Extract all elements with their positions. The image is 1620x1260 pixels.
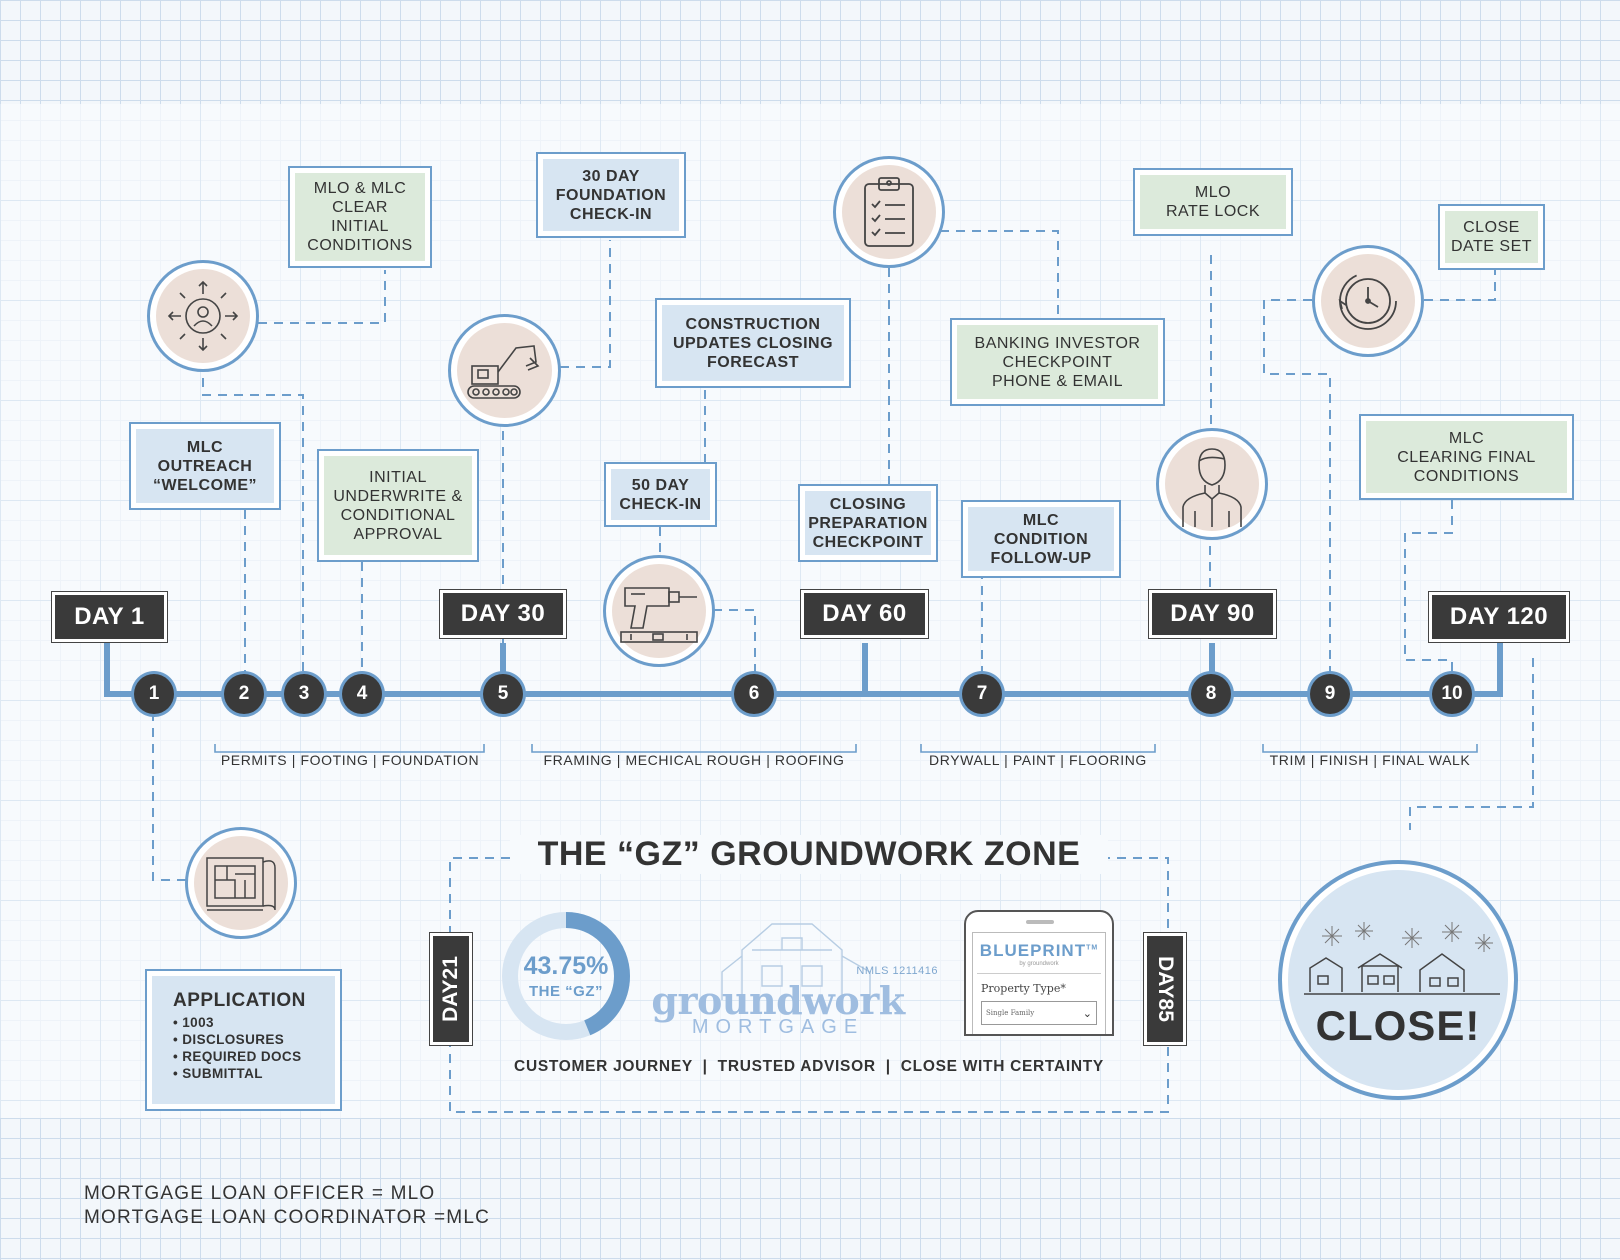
- step-number: 1: [134, 674, 174, 714]
- excavator-icon: [466, 344, 539, 399]
- closing-preparation-box: CLOSING PREPARATION CHECKPOINT: [798, 484, 938, 562]
- outreach-circle: [147, 260, 259, 372]
- person-circle: [1156, 428, 1268, 540]
- clipboard-icon: [864, 177, 914, 247]
- step-number: 7: [962, 674, 1002, 714]
- application-title: APPLICATION: [173, 990, 306, 1011]
- groundwork-logo: NMLS 1211416 groundwork MORTGAGE: [642, 910, 942, 1038]
- mlc-outreach-box: MLC OUTREACH “WELCOME”: [129, 422, 281, 510]
- phase-bracket: [214, 744, 485, 753]
- application-box: APPLICATION • 1003 • DISCLOSURES • REQUI…: [145, 969, 342, 1111]
- initial-underwrite-box: INITIAL UNDERWRITE & CONDITIONAL APPROVA…: [317, 449, 479, 562]
- gz-progress-text: 43.75% THE “GZ”: [500, 952, 632, 1000]
- application-circle: [185, 827, 297, 939]
- step-number: 10: [1432, 674, 1472, 714]
- application-item: • REQUIRED DOCS: [173, 1049, 302, 1064]
- condition-followup-box: MLC CONDITION FOLLOW-UP: [961, 500, 1121, 578]
- close-date-set-box: CLOSE DATE SET: [1438, 204, 1545, 270]
- phase-bracket: [1262, 744, 1478, 753]
- fifty-day-checkin-box: 50 DAY CHECK-IN: [604, 462, 717, 527]
- day-marker: DAY 1: [51, 591, 168, 643]
- clock-icon: [1338, 272, 1397, 330]
- gz-percent-label: THE “GZ”: [529, 983, 603, 1000]
- property-type-label: Property Type*: [981, 982, 1066, 995]
- connector: [202, 378, 304, 672]
- connector: [940, 230, 1059, 318]
- connector: [1263, 299, 1331, 672]
- blueprint-tm: TM: [1086, 944, 1099, 952]
- connector: [713, 609, 756, 672]
- property-type-select[interactable]: Single Family⌄: [981, 1001, 1097, 1025]
- application-item: • SUBMITTAL: [173, 1066, 263, 1081]
- house-sketch-icon: [721, 923, 871, 1000]
- legend-mlc: MORTGAGE LOAN COORDINATOR =MLC: [84, 1207, 491, 1228]
- legend-mlo: MORTGAGE LOAN OFFICER = MLO: [84, 1183, 436, 1204]
- step-number: 9: [1310, 674, 1350, 714]
- clipboard-circle: [833, 156, 945, 268]
- close-circle: CLOSE!: [1278, 860, 1518, 1100]
- foundation-checkin-box: 30 DAY FOUNDATION CHECK-IN: [536, 152, 686, 238]
- mlo-mlc-clear-conditions-box: MLO & MLC CLEAR INITIAL CONDITIONS: [288, 166, 432, 268]
- step-number: 4: [342, 674, 382, 714]
- grid-band-bottom: [0, 1118, 1620, 1260]
- connector: [1404, 500, 1453, 672]
- brand-sub: MORTGAGE: [691, 1016, 865, 1038]
- step-number: 8: [1191, 674, 1231, 714]
- connector: [449, 857, 1169, 1113]
- day-marker: DAY 60: [800, 589, 929, 639]
- houses-fireworks-icon: [1304, 922, 1500, 995]
- brand-name: groundwork: [651, 978, 905, 1023]
- clock-circle: [1312, 245, 1424, 357]
- excavator-circle: [448, 314, 561, 427]
- rate-lock-box: MLO RATE LOCK: [1133, 168, 1293, 236]
- blueprint-title: BLUEPRINT: [979, 941, 1087, 960]
- step-number: 6: [734, 674, 774, 714]
- drill-level-circle: [603, 555, 715, 667]
- timeline: [104, 643, 1503, 697]
- person-icon: [1182, 448, 1242, 527]
- connector: [1424, 270, 1496, 301]
- close-label: CLOSE!: [1315, 1002, 1481, 1049]
- nmls-text: NMLS 1211416: [856, 965, 938, 977]
- blueprint-phone: BLUEPRINTTM by groundwork Property Type*…: [964, 910, 1114, 1036]
- clearing-final-box: MLC CLEARING FINAL CONDITIONS: [1359, 414, 1574, 500]
- gz-title: THE “GZ” GROUNDWORK ZONE: [510, 835, 1108, 874]
- grid-band-top: [0, 0, 1620, 104]
- connector: [152, 712, 188, 881]
- application-item: • 1003: [173, 1015, 214, 1030]
- connector: [1409, 658, 1534, 830]
- day-marker: DAY 120: [1428, 591, 1570, 643]
- step-number: 5: [483, 674, 523, 714]
- gz-percent: 43.75%: [523, 952, 609, 980]
- gz-day-start: DAY21: [433, 936, 469, 1042]
- blueprint-by: by groundwork: [1019, 961, 1059, 967]
- drill-level-icon: [620, 587, 698, 643]
- step-number: 3: [284, 674, 324, 714]
- blueprint-plans-icon: [206, 857, 276, 911]
- phase-bracket: [531, 744, 857, 753]
- phase-bracket: [920, 744, 1156, 753]
- gz-progress-ring: [502, 912, 630, 1040]
- banking-investor-box: BANKING INVESTOR CHECKPOINT PHONE & EMAI…: [950, 318, 1165, 406]
- phone-speaker: [1026, 920, 1054, 924]
- step-number: 2: [224, 674, 264, 714]
- gz-day-end: DAY85: [1147, 936, 1183, 1042]
- construction-updates-box: CONSTRUCTION UPDATES CLOSING FORECAST: [655, 298, 851, 388]
- gz-tagline: CUSTOMER JOURNEY | TRUSTED ADVISOR | CLO…: [514, 1058, 1104, 1075]
- day-marker: DAY 90: [1148, 589, 1277, 639]
- connector: [258, 270, 386, 324]
- phase-label: PERMITS | FOOTING | FOUNDATION: [220, 752, 480, 768]
- phase-label: FRAMING | MECHICAL ROUGH | ROOFING: [543, 752, 845, 768]
- phase-label: TRIM | FINISH | FINAL WALK: [1269, 752, 1471, 768]
- day-marker: DAY 30: [439, 589, 567, 639]
- target-person-icon: [167, 280, 239, 352]
- chevron-down-icon: ⌄: [1082, 1006, 1092, 1020]
- connector: [560, 240, 611, 368]
- phase-label: DRYWALL | PAINT | FLOORING: [929, 752, 1147, 768]
- application-item: • DISCLOSURES: [173, 1032, 285, 1047]
